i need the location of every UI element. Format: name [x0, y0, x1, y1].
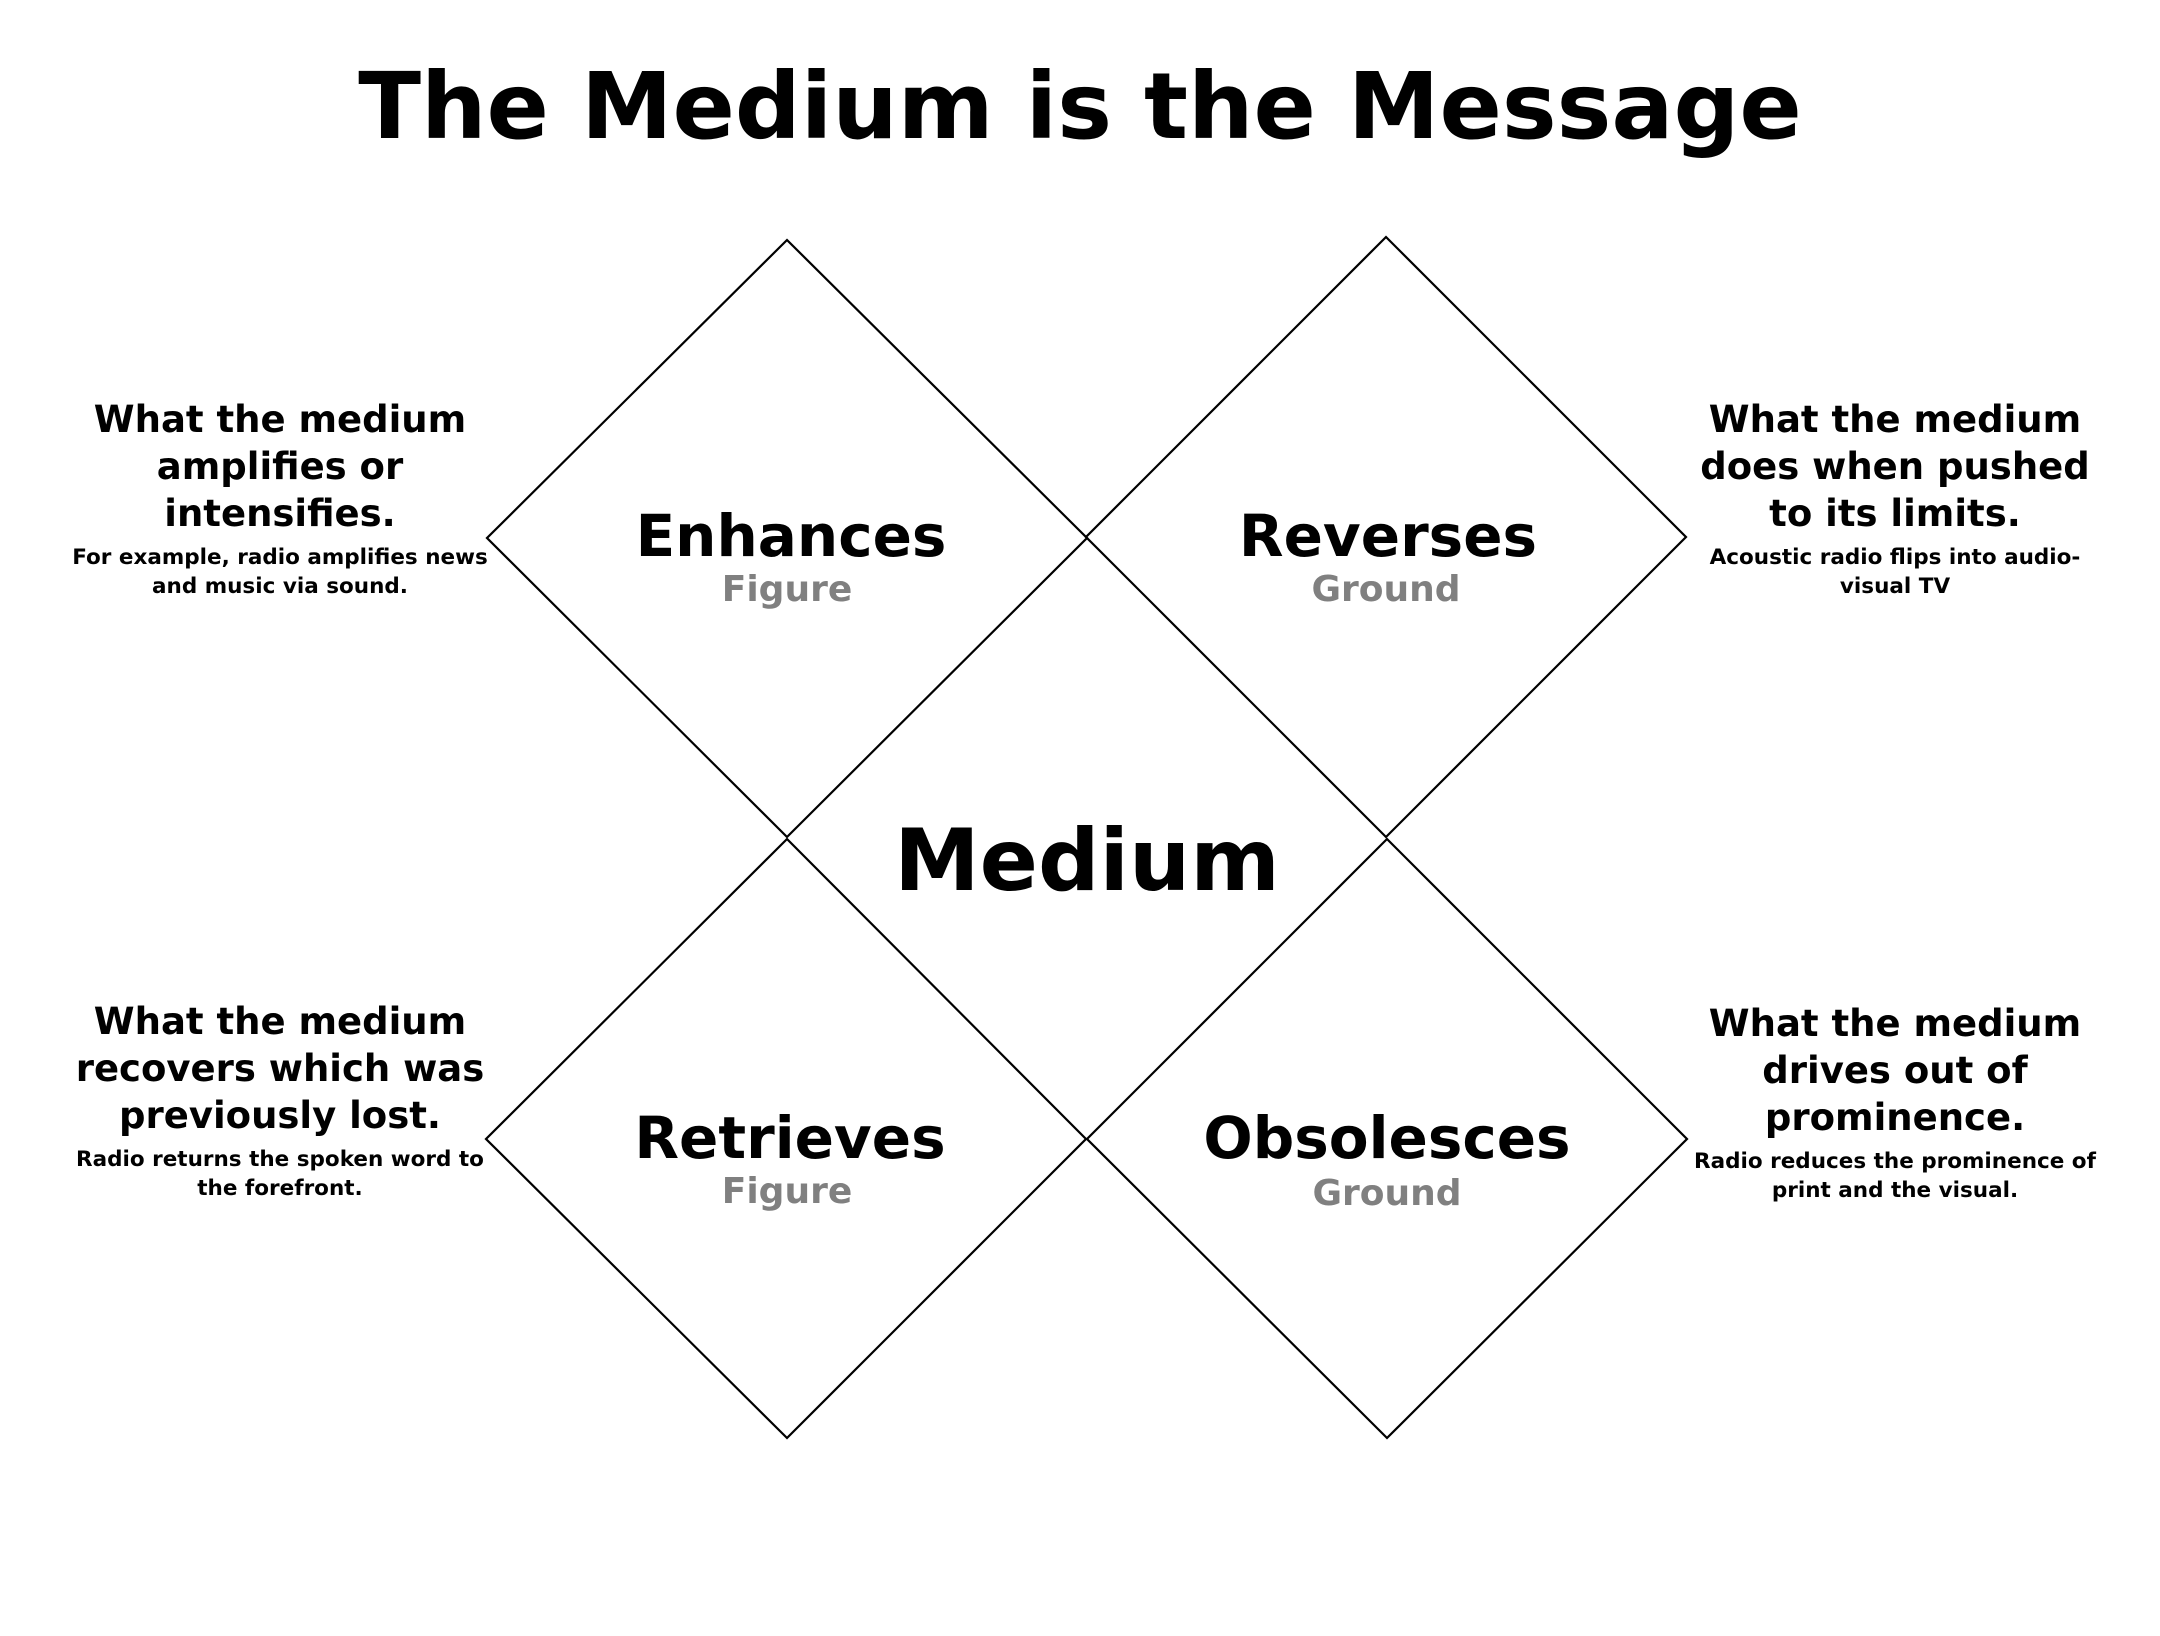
retrieves-example: Radio returns the spoken word to the for… [76, 1147, 484, 1201]
obsolesces-sub: Ground [1312, 1173, 1461, 1214]
enhances-label: Enhances [636, 502, 947, 570]
reverses-example: Acoustic radio flips into audio-visual T… [1709, 545, 2081, 599]
retrieves-note: What the medium recovers which was previ… [60, 998, 500, 1203]
obsolesces-note: What the medium drives out of prominence… [1675, 1000, 2115, 1205]
reverses-sub: Ground [1311, 569, 1460, 610]
enhances-example: For example, radio amplifies news and mu… [72, 545, 488, 599]
retrieves-sub: Figure [722, 1171, 853, 1212]
enhances-sub: Figure [722, 569, 853, 610]
retrieves-heading: What the medium recovers which was previ… [75, 1000, 485, 1137]
enhances-note: What the medium amplifies or intensifies… [60, 396, 500, 601]
enhances-heading: What the medium amplifies or intensifies… [93, 398, 467, 535]
obsolesces-example: Radio reduces the prominence of print an… [1694, 1149, 2096, 1203]
retrieves-diamond [484, 837, 1088, 1440]
center-label: Medium [894, 811, 1280, 911]
obsolesces-label: Obsolesces [1203, 1104, 1570, 1172]
enhances-diamond [485, 238, 1089, 839]
page-title: The Medium is the Message [358, 53, 1802, 160]
reverses-label: Reverses [1239, 502, 1537, 570]
obsolesces-diamond [1085, 837, 1689, 1440]
retrieves-label: Retrieves [634, 1104, 945, 1172]
reverses-diamond [1084, 235, 1688, 839]
reverses-heading: What the medium does when pushed to its … [1700, 398, 2090, 535]
reverses-note: What the medium does when pushed to its … [1675, 396, 2115, 601]
obsolesces-heading: What the medium drives out of prominence… [1708, 1002, 2082, 1139]
